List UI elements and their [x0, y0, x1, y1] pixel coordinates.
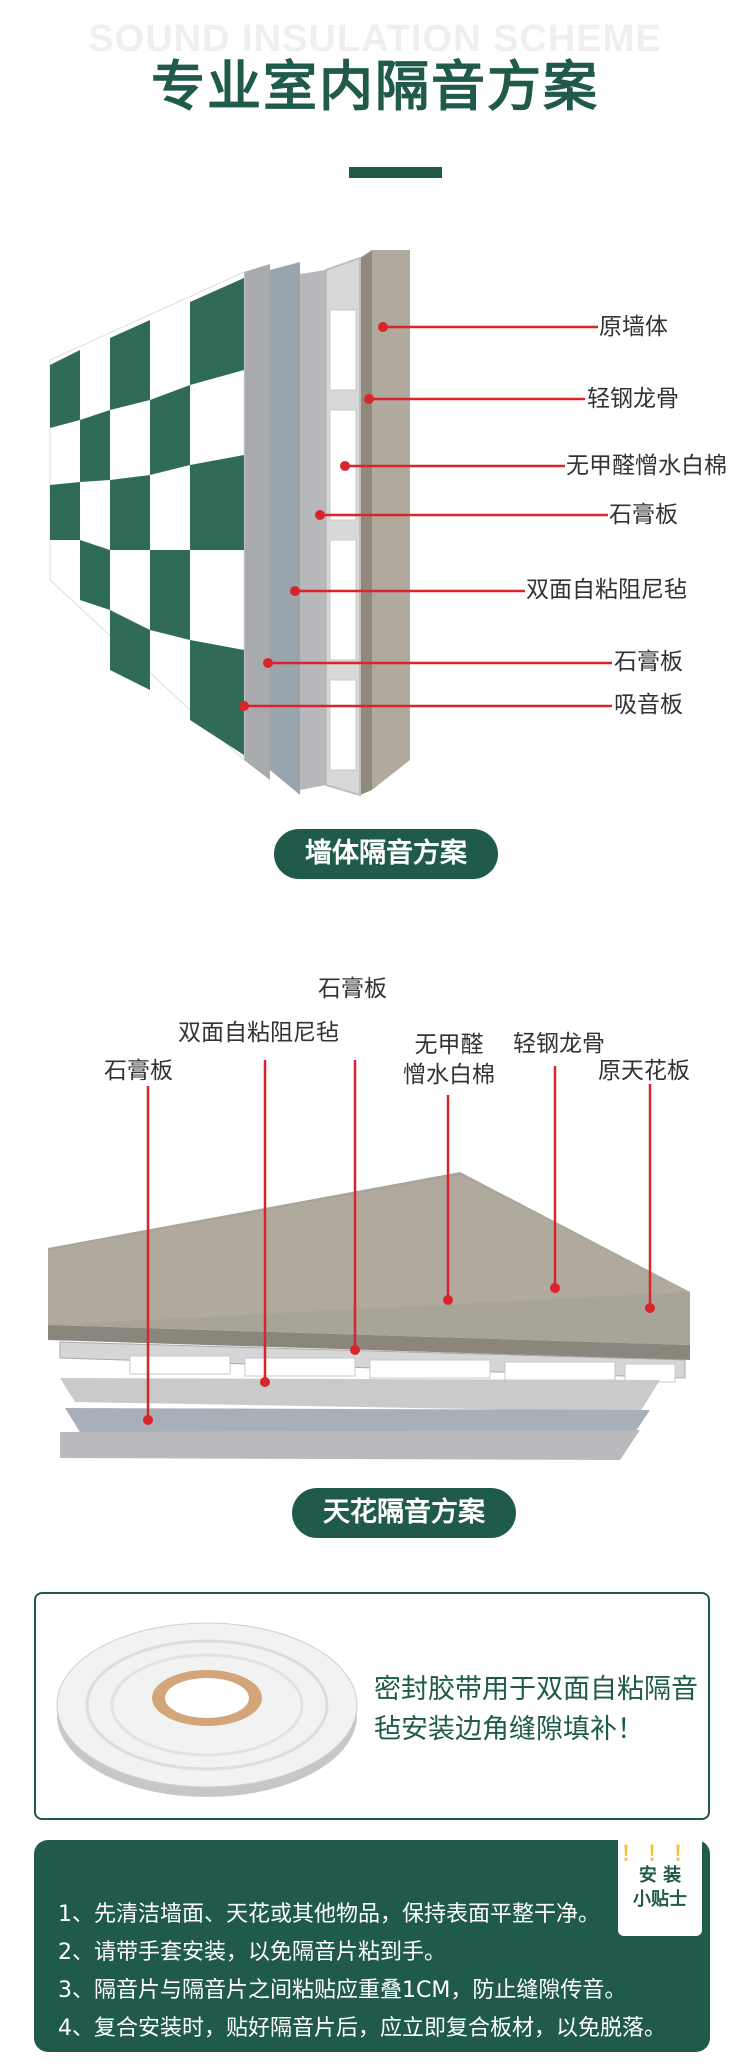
background-title: SOUND INSULATION SCHEME [88, 18, 662, 60]
title-underline [349, 167, 442, 178]
tape-description: 密封胶带用于双面自粘隔音毡安装边角缝隙填补！ [374, 1674, 698, 1745]
tip-item-3: 3、隔音片与隔音片之间粘贴应重叠1CM，防止缝隙传音。 [58, 1978, 627, 2003]
tips-badge-line1: 安 装 [638, 1865, 682, 1886]
wall-scheme-label: 墙体隔音方案 [274, 829, 498, 879]
ceiling-label-cotton-line1: 无甲醛 [414, 1032, 484, 1058]
ceiling-label-gypsum-left: 石膏板 [104, 1058, 173, 1084]
sealing-tape-image [56, 1622, 358, 1797]
tip-item-4: 4、复合安装时，贴好隔音片后，应立即复合板材，以免脱落。 [58, 2016, 666, 2041]
wall-label-damping-felt: 双面自粘阻尼毡 [526, 577, 687, 603]
ceiling-label-cotton-line2: 憎水白棉 [403, 1062, 495, 1088]
wall-label-gypsum-board-2: 石膏板 [614, 649, 683, 675]
page-title: 专业室内隔音方案 [151, 55, 599, 118]
tips-badge-line2: 小贴士 [633, 1889, 687, 1910]
ceiling-layers-illustration [48, 1060, 690, 1460]
ceiling-scheme-label: 天花隔音方案 [292, 1488, 516, 1538]
exclamation-icon: ！！！ [621, 1841, 699, 1865]
ceiling-label-damping-felt: 双面自粘阻尼毡 [178, 1020, 339, 1046]
tip-item-2: 2、请带手套安装，以免隔音片粘到手。 [58, 1940, 446, 1965]
ceiling-label-keel: 轻钢龙骨 [513, 1031, 605, 1057]
installation-tips-box [34, 1840, 710, 2052]
tip-item-1: 1、先清洁墙面、天花或其他物品，保持表面平整干净。 [58, 1902, 600, 1927]
tips-badge: ！！！ 安 装 小贴士 [618, 1838, 702, 1936]
wall-label-white-cotton: 无甲醛憎水白棉 [566, 453, 727, 479]
wall-label-light-steel-keel: 轻钢龙骨 [587, 386, 679, 412]
wall-label-original-wall: 原墙体 [599, 314, 668, 340]
wall-label-gypsum-board: 石膏板 [609, 502, 678, 528]
wall-layers-illustration [49, 250, 612, 797]
ceiling-label-original-ceiling: 原天花板 [598, 1058, 690, 1084]
wall-label-sound-absorbing-panel: 吸音板 [614, 692, 683, 718]
ceiling-label-gypsum-top: 石膏板 [318, 976, 387, 1002]
